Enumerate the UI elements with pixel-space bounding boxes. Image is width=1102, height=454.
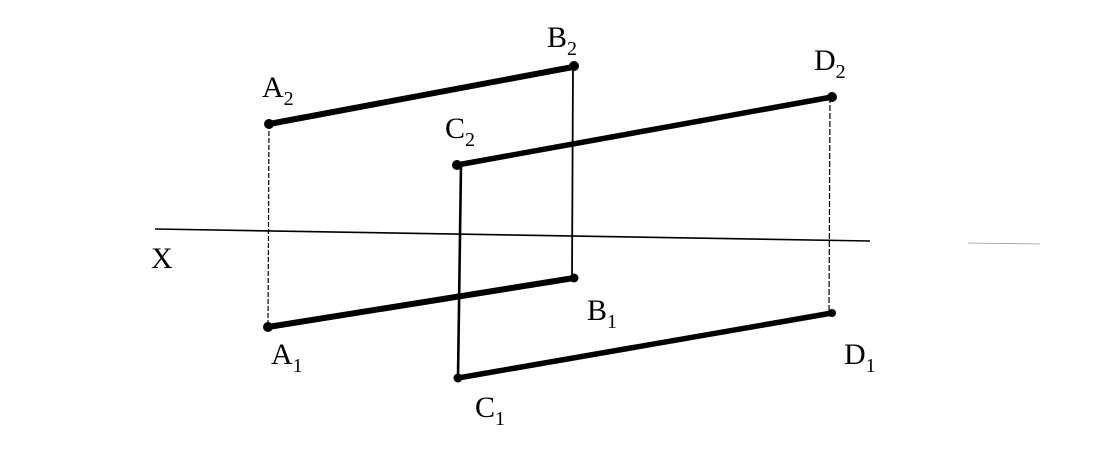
segment-c2-d2 [454, 94, 835, 168]
point-d2-dot [827, 92, 837, 102]
axis-line [154, 228, 871, 242]
label-b1: B1 [587, 294, 617, 333]
segment-a1-b1 [265, 275, 577, 330]
label-c2: C2 [445, 112, 475, 151]
projection-links [267, 64, 831, 379]
label-c1: C1 [475, 391, 505, 430]
link-c [456, 164, 463, 379]
label-b2: B2 [547, 21, 577, 60]
point-c1-dot [453, 373, 463, 383]
projection-axis: X [151, 228, 1041, 275]
label-a1: A1 [271, 338, 303, 377]
point-d1-dot [828, 309, 836, 317]
axis-label: X [151, 242, 173, 275]
label-d1: D1 [844, 338, 876, 377]
point-b1-dot [569, 273, 579, 283]
label-d2: D2 [814, 44, 846, 83]
segment-projections [265, 64, 835, 381]
segment-c1-d1 [455, 310, 835, 381]
point-labels: A2 B2 C2 D2 A1 B1 C1 D1 [262, 21, 876, 430]
point-c2-dot [452, 160, 462, 170]
link-d [828, 96, 831, 314]
point-a2-dot [264, 119, 274, 129]
point-b2-dot [569, 61, 579, 71]
point-a1-dot [263, 322, 273, 332]
segment-a2-b2 [266, 64, 576, 127]
axis-line-extension [967, 242, 1041, 245]
link-b [571, 64, 574, 280]
label-a2: A2 [262, 71, 294, 110]
link-a [267, 123, 270, 328]
endpoints [263, 61, 837, 383]
